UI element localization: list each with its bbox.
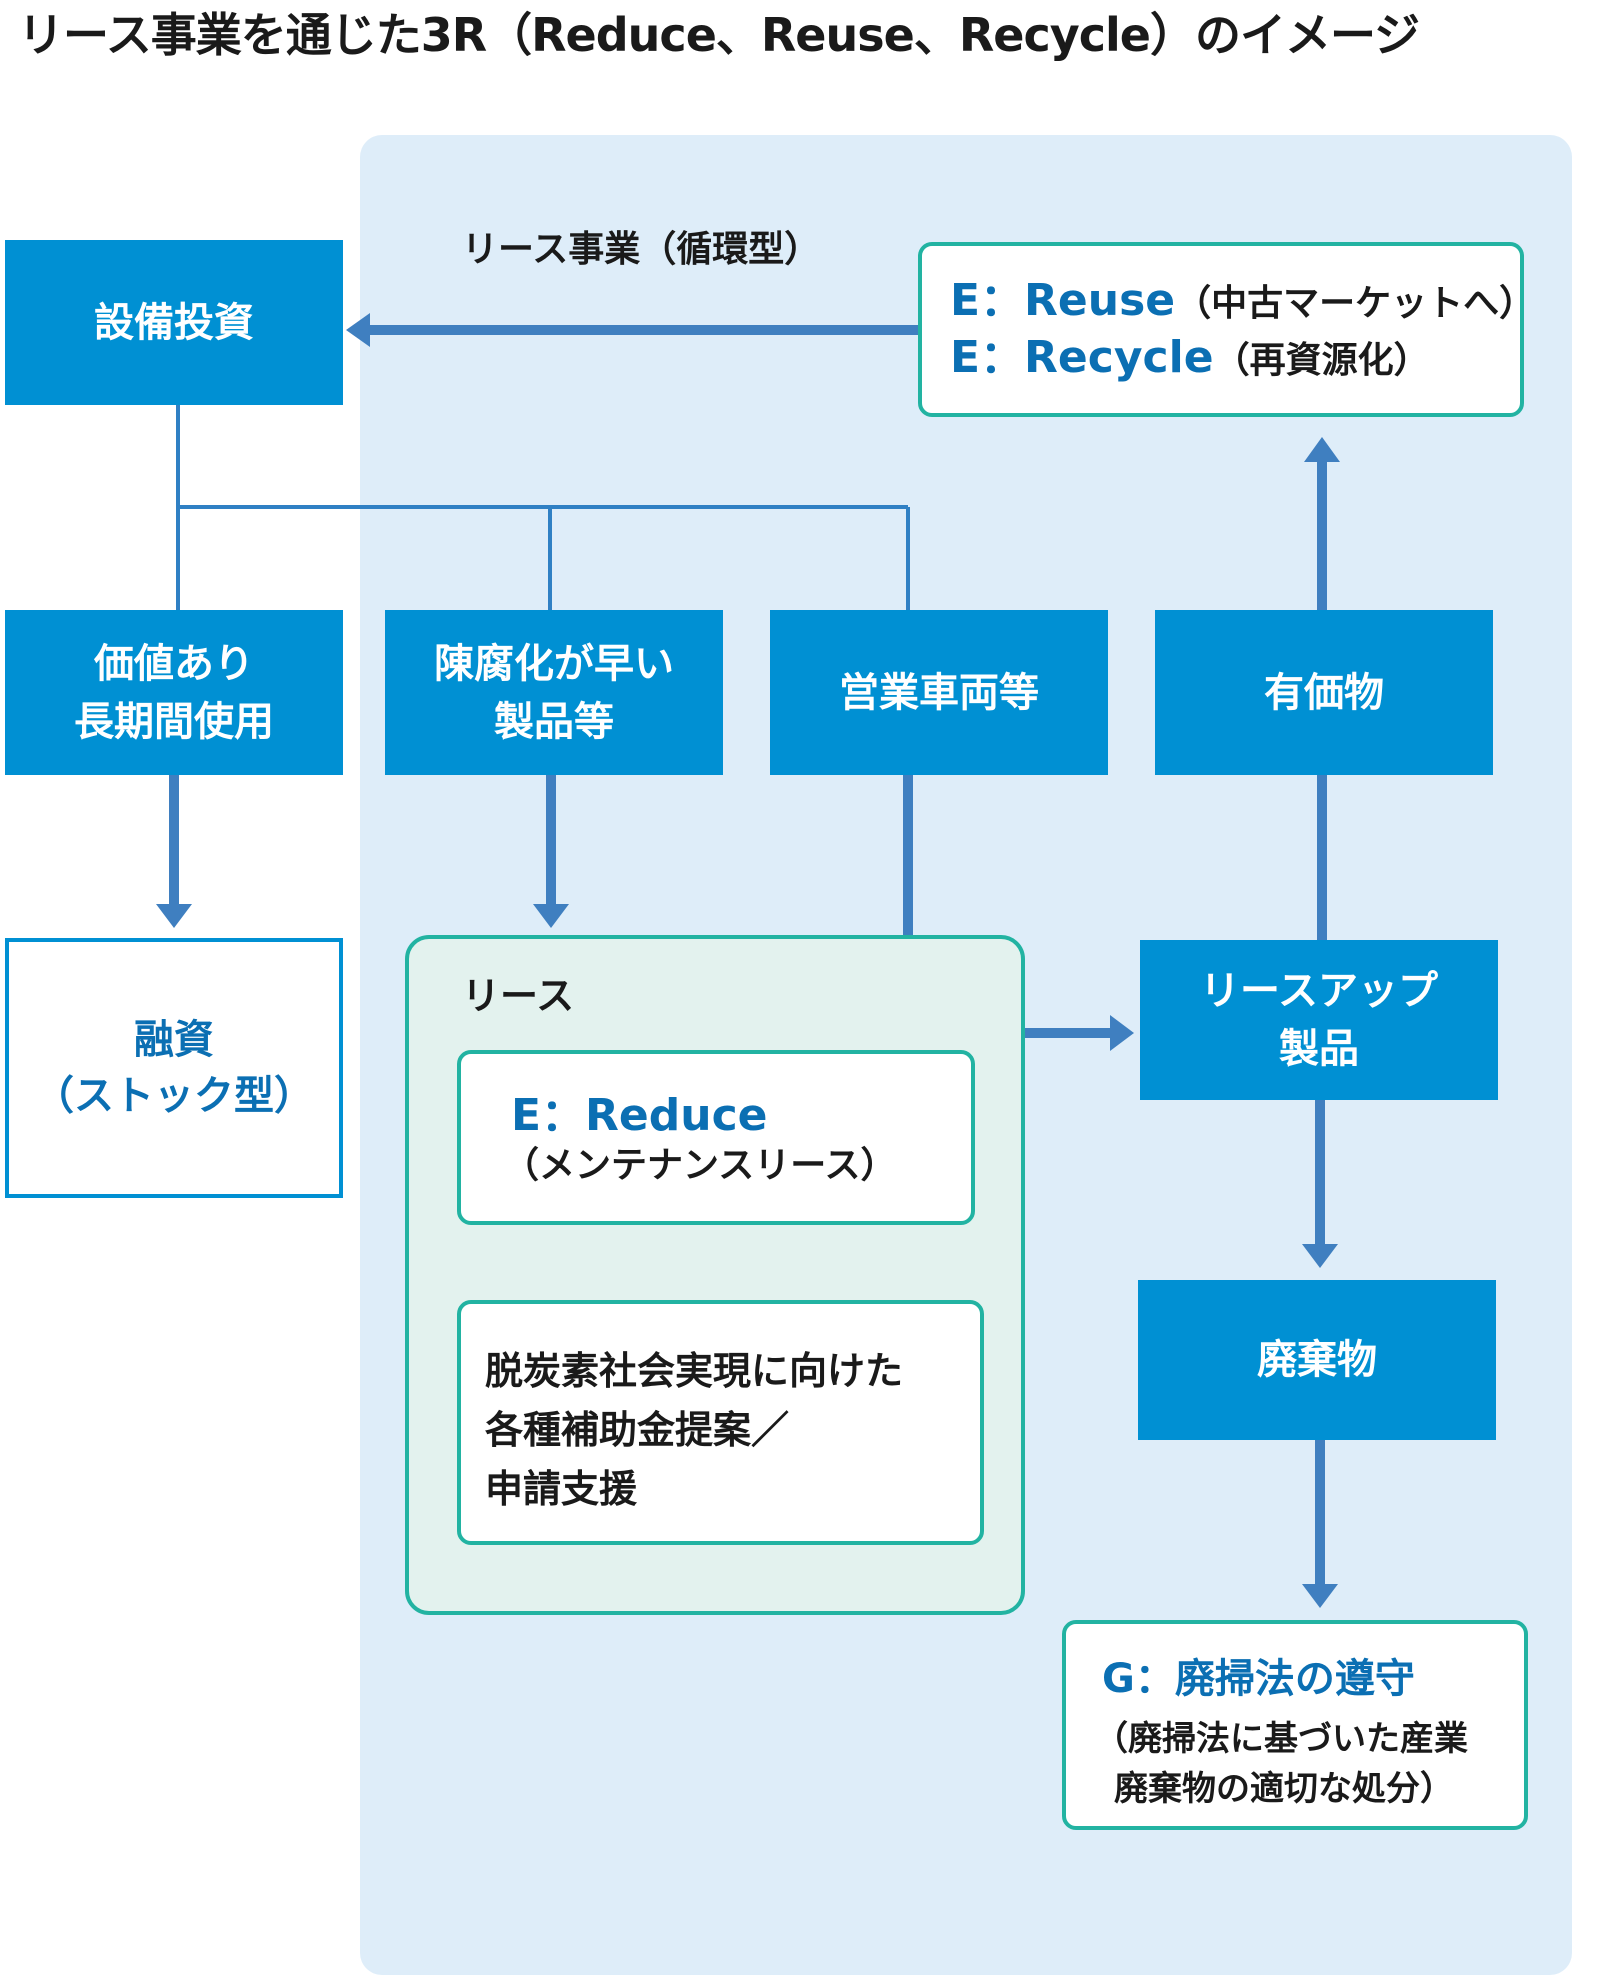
arrow-leaseup-head xyxy=(1110,1015,1134,1051)
long-use-line-2: 長期間使用 xyxy=(74,698,274,745)
obsolete-line-1: 陳腐化が早い xyxy=(434,640,674,687)
reuse-recycle-node: E：Reuse（中古マーケットへ） E：Recycle（再資源化） xyxy=(918,242,1535,417)
subsidy-node: 脱炭素社会実現に向けた 各種補助金提案／ 申請支援 xyxy=(457,1300,984,1545)
valuables-node: 有価物 xyxy=(1155,610,1493,775)
compliance-desc-line-1: （廃掃法に基づいた産業 xyxy=(1094,1719,1468,1759)
lease-up-line-1: リースアップ xyxy=(1200,968,1438,1014)
vehicles-label: 営業車両等 xyxy=(839,669,1039,716)
compliance-title: G：廃掃法の遵守 xyxy=(1102,1656,1415,1702)
recycle-desc: （再資源化） xyxy=(1213,340,1430,381)
capex-label: 設備投資 xyxy=(94,299,254,346)
arrow-obsolete-head xyxy=(533,904,569,928)
compliance-desc-line-2: 廃棄物の適切な処分） xyxy=(1114,1769,1454,1809)
arrow-comply-head xyxy=(1302,1584,1338,1608)
subsidy-line-1: 脱炭素社会実現に向けた xyxy=(485,1349,904,1393)
recycle-key: E：Recycle xyxy=(950,332,1214,383)
subsidy-line-2: 各種補助金提案／ xyxy=(485,1408,790,1452)
financing-node: 融資 （ストック型） xyxy=(5,938,343,1198)
long-use-node: 価値あり 長期間使用 xyxy=(5,610,343,775)
valuables-label: 有価物 xyxy=(1264,669,1384,716)
arrow-to-financing-head xyxy=(156,904,192,928)
subsidy-line-3: 申請支援 xyxy=(485,1467,638,1511)
capex-node: 設備投資 xyxy=(5,240,343,405)
reuse-desc: （中古マーケットへ） xyxy=(1175,283,1536,324)
arrow-to-capex-head xyxy=(346,313,370,347)
lease-up-line-2: 製品 xyxy=(1279,1026,1359,1072)
compliance-node: G：廃掃法の遵守 （廃掃法に基づいた産業 廃棄物の適切な処分） xyxy=(1062,1620,1528,1830)
reduce-subtitle: （メンテナンスリース） xyxy=(503,1145,897,1186)
reuse-key: E：Reuse xyxy=(950,275,1176,326)
arrow-reuse-head xyxy=(1304,437,1340,462)
lease-up-node: リースアップ 製品 xyxy=(1140,940,1498,1100)
obsolete-line-2: 製品等 xyxy=(494,698,614,745)
financing-line-2: （ストック型） xyxy=(34,1073,314,1119)
long-use-line-1: 価値あり xyxy=(94,640,254,687)
waste-label: 廃棄物 xyxy=(1257,1337,1377,1383)
financing-line-1: 融資 xyxy=(134,1017,214,1063)
vehicles-node: 営業車両等 xyxy=(770,610,1108,775)
reduce-title: E：Reduce xyxy=(511,1090,768,1141)
arrow-waste-head xyxy=(1302,1244,1338,1268)
reduce-node: E：Reduce （メンテナンスリース） xyxy=(457,1050,975,1225)
obsolete-products-node: 陳腐化が早い 製品等 xyxy=(385,610,723,775)
region-label: リース事業（循環型） xyxy=(462,229,821,270)
page-title: リース事業を通じた3R（Reduce、Reuse、Recycle）のイメージ xyxy=(18,8,1420,62)
lease-label: リース xyxy=(462,974,575,1018)
waste-node: 廃棄物 xyxy=(1138,1280,1496,1440)
